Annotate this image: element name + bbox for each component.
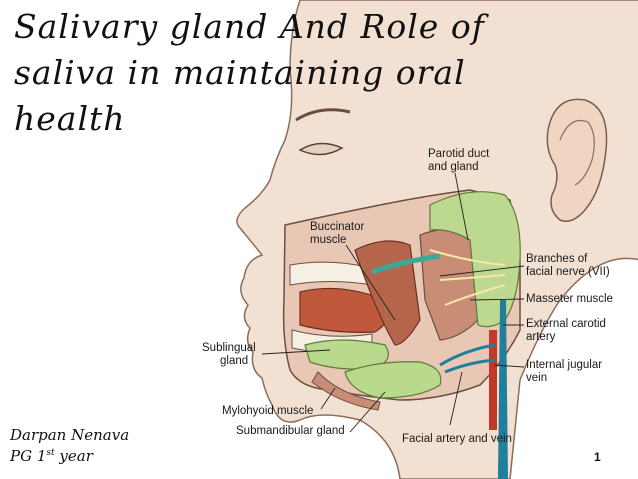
label-jugular: Internal jugular vein [526,359,603,384]
label-facial-artery: Facial artery and vein [402,433,512,445]
slide-title: Salivary gland And Role of saliva in mai… [14,4,574,142]
label-buccinator: Buccinator muscle [310,221,365,246]
page-number: 1 [594,450,601,464]
external-carotid-artery [498,300,508,479]
submandibular-gland [344,361,442,399]
label-parotid: Parotid duct and gland [428,148,490,173]
mylohyoid-muscle [311,371,381,411]
label-sublingual: Sublingual gland [202,342,256,367]
parotid-duct [371,253,441,275]
label-submandibular: Submandibular gland [236,425,345,437]
title-line-2: saliva in maintaining oral [14,53,466,92]
facial-nerve-branches [429,249,506,306]
parotid-gland [429,191,521,328]
label-mylohyoid: Mylohyoid muscle [222,405,314,417]
sublingual-gland [304,339,389,370]
title-line-3: health [14,99,126,138]
eyebrow [295,108,351,122]
leader-lines [261,172,525,433]
author-block: Darpan Nenava PG 1st year [10,426,129,465]
label-facial-nerve: Branches of facial nerve (VII) [526,253,610,278]
internal-jugular-vein [489,330,497,430]
title-line-1: Salivary gland And Role of [14,7,485,46]
author-course: PG 1st year [10,447,93,465]
label-carotid: External carotid artery [526,318,606,343]
facial-artery-vein [439,343,496,374]
eye [298,142,344,156]
buccinator-muscle [354,240,421,346]
label-masseter: Masseter muscle [526,293,613,305]
author-name: Darpan Nenava [10,426,130,444]
